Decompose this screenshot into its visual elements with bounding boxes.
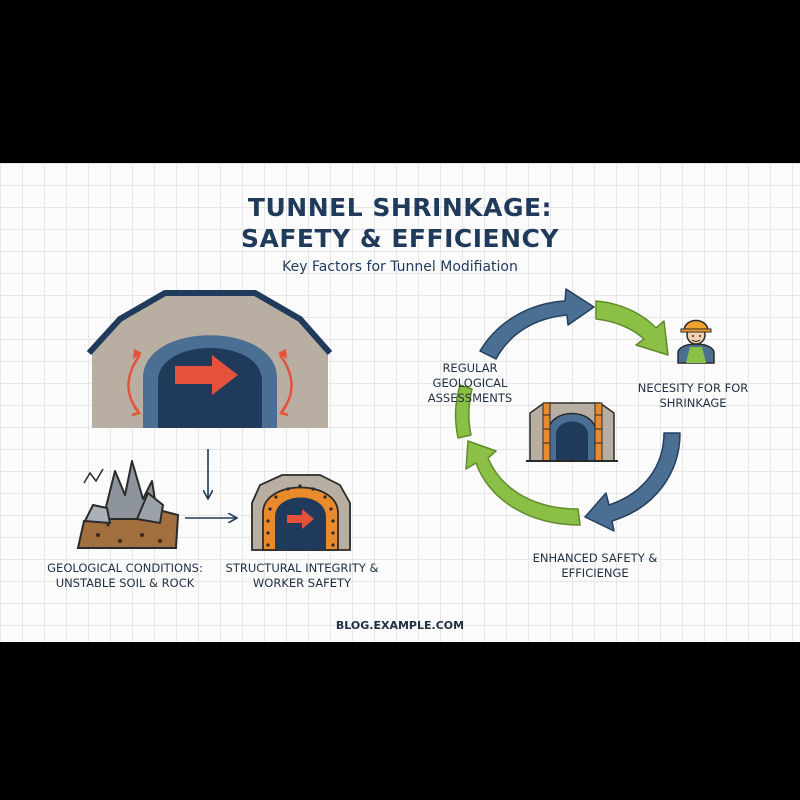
cycle-arrow-bottom-right	[584, 432, 681, 532]
subtitle: Key Factors for Tunnel Modifiation	[282, 259, 518, 275]
cycle-arrow-top-right	[595, 300, 669, 356]
supported-tunnel-icon	[526, 402, 618, 462]
worker-icon	[677, 319, 715, 364]
title-line-2: SAFETY & EFFICIENCY	[240, 224, 559, 253]
cycle-arrow-bottom-left	[465, 440, 581, 526]
structural-integrity-label: STRUCTURAL INTEGRITY & WORKER SAFETY	[225, 561, 379, 590]
title-line-1: TUNNEL SHRINKAGE:	[247, 193, 553, 222]
tunnel-icon	[86, 290, 333, 428]
enhanced-safety-label: ENHANCED SAFETY & EFFICIENGE	[532, 551, 658, 580]
necessity-label: NECESITY FOR FOR SHRINKAGE	[637, 381, 749, 410]
cycle-arrows	[454, 288, 681, 532]
rock-pile-icon	[76, 460, 180, 549]
infographic-canvas: TUNNEL SHRINKAGE: SAFETY & EFFICIENCY Ke…	[0, 163, 800, 642]
diagram-graphics	[76, 288, 715, 551]
footer-url: BLOG.EXAMPLE.COM	[335, 619, 465, 632]
reinforced-tunnel-icon	[251, 474, 351, 551]
cycle-arrow-top-left	[479, 288, 595, 360]
geological-conditions-label: GEOLOGICAL CONDITIONS: UNSTABLE SOIL & R…	[47, 561, 203, 590]
regular-assessments-label: REGULAR GEOLOGICAL ASSESSMENTS	[427, 361, 513, 405]
cycle-arrow-left-green	[454, 384, 473, 439]
